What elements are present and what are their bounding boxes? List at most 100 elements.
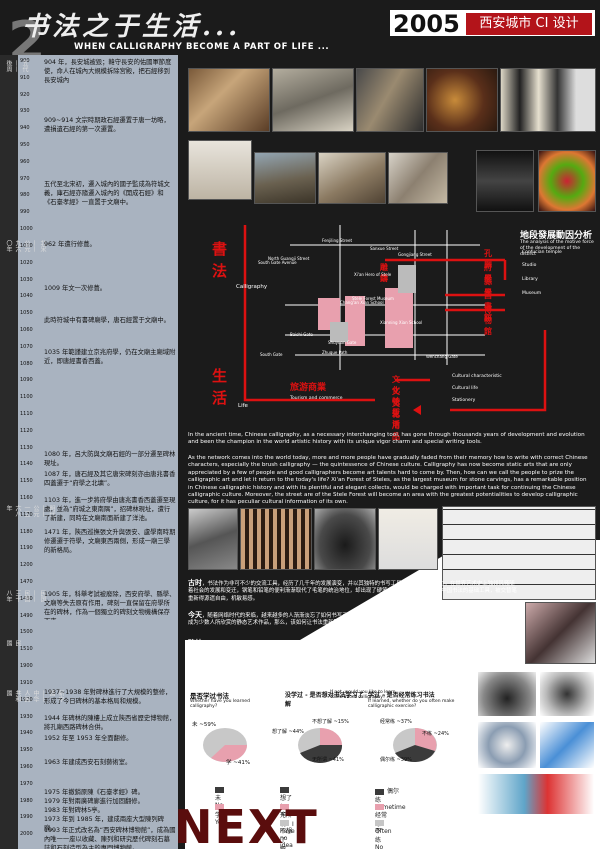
legend-swatch — [280, 786, 289, 793]
legend-swatch — [215, 786, 224, 793]
timeline-year: 1940 — [20, 730, 33, 737]
photo-product-3 — [478, 722, 536, 768]
timeline-year: 1470 — [20, 579, 33, 586]
timeline-entry: 962 年遭行修葺。 — [44, 241, 96, 248]
photo-street-6 — [188, 140, 252, 200]
timeline-year: 1960 — [20, 763, 33, 770]
cn-paragraph-today: 今天，随着网络时代的来临，越来越多的人渐渐淡忘了如何书写正确的汉字，特别是中国独… — [188, 611, 515, 627]
photo-street-1 — [188, 68, 270, 132]
building-en-label: Stationery — [452, 398, 476, 403]
legend-en: I have no idea — [280, 821, 295, 849]
diagram-title-cn: 地段發展動因分析 — [520, 231, 593, 241]
page-title: 书法之于生活... — [22, 12, 242, 42]
timeline-year: 1480 — [20, 595, 33, 602]
photo-street-10 — [476, 150, 534, 212]
building-cn-label: 昌書館 — [484, 290, 492, 322]
photo-product-5 — [478, 774, 594, 814]
legend-cn: 不练 — [375, 828, 382, 844]
timeline-year: 1900 — [20, 663, 33, 670]
street-label: Zhuque Path — [322, 350, 348, 355]
photo-child-writing — [525, 602, 596, 664]
legend-item: 偶尔练Sometime — [375, 786, 406, 811]
timeline-entry: 此時符城中有書碑廟學，唐石經置于文廟中。 — [44, 317, 170, 324]
survey-q3-en: If learned, whether do you often make ca… — [368, 699, 455, 709]
timeline-year: 1510 — [20, 646, 33, 653]
timeline-year: 1500 — [20, 629, 33, 636]
photo-street-8 — [318, 152, 386, 204]
timeline-year: 1080 — [20, 360, 33, 367]
timeline-year: 1920 — [20, 696, 33, 703]
legend-en: Yes — [215, 819, 225, 826]
timeline-year: 1120 — [20, 427, 33, 434]
building-en-label: Studio — [522, 263, 537, 268]
timeline-year: 1930 — [20, 713, 33, 720]
timeline-year: 1060 — [20, 326, 33, 333]
timeline-year: 960 — [20, 158, 30, 165]
legend-swatch — [375, 803, 384, 810]
photo-product-4 — [540, 722, 594, 768]
tourism-en-label: Tourism and commerce — [290, 396, 343, 401]
legend-cn: 未 — [215, 795, 222, 802]
timeline-year: 1140 — [20, 461, 33, 468]
legend-swatch — [280, 803, 289, 810]
photo-product-1 — [478, 672, 536, 716]
legend-item: 不想了解No — [280, 819, 292, 849]
street-label: South Gate Avenue — [258, 260, 297, 265]
timeline-entry: 1975 年撤銷原陳《石臺孝經》碑。 — [44, 789, 144, 796]
photo-street-9 — [388, 152, 448, 204]
era-strip — [0, 55, 18, 849]
timeline-entry: 1983 年對碑林5亭。 — [44, 807, 104, 814]
cn-paragraph-ancient: 古时，书法作为非可不少的交流工具，经历了几千年的发展演变，并以其独特的书写工具和… — [188, 579, 517, 602]
building-cn-label: 文化生活 — [392, 386, 400, 429]
timeline-year: 1000 — [20, 226, 33, 233]
photo-street-11 — [538, 150, 596, 212]
street-label: South Gate — [260, 352, 283, 357]
timeline-era: 民國 — [5, 640, 21, 646]
building-en-label: Confucian temple — [522, 250, 562, 255]
timeline-entry: 904 年，長安城被毀；韓守長安的佑國軍節度使，命人在城內大規模拆除宮殿，把石經… — [44, 59, 172, 84]
timeline-era: 新中國——中华人民共和國 — [5, 690, 64, 702]
timeline-year: 1030 — [20, 276, 33, 283]
timeline-year: 900 — [20, 58, 30, 64]
legend-cn: 学 — [215, 812, 222, 819]
timeline-entry: 1944 年碑林的陳樓上成立陝西省歷史博物館，將孔廟西路碑林合併。 — [44, 715, 176, 731]
pie1-yes-label: 学 ~41% — [226, 760, 251, 766]
photo-street-2 — [272, 68, 354, 132]
pie3-c-label: 不练 ~24% — [422, 731, 449, 737]
timeline-year: 1980 — [20, 797, 33, 804]
calligraphy-en-label: Calligraphy — [236, 284, 268, 290]
timeline-entry: 1471 年，陝西巡撫張文升與張安、盧學南時期修遷遷于符學，文廟東西兩側，形成一… — [44, 529, 176, 554]
timeline-entry: 1087 年，唐石經及其它唐宋碑刻亦由唐兆書香四蓋遷于“府學之北墉”。 — [44, 471, 176, 487]
timeline-era: 明代——公元一三六八年 — [5, 505, 55, 517]
timeline-entry: 1035 年範謹建立京兆府學，仍在文廟主廟域附近，即唐經書香西蓋。 — [44, 349, 176, 365]
timeline-year: 1180 — [20, 528, 33, 535]
life-en-label: Life — [238, 403, 248, 409]
legend-cn: 偶尔练 — [375, 788, 400, 804]
legend-cn: 不想了解 — [280, 828, 293, 849]
timeline-year: 1490 — [20, 612, 33, 619]
timeline-year: 1170 — [20, 511, 33, 518]
street-label: Sanxue Street — [370, 246, 399, 251]
photo-characters — [442, 506, 596, 600]
calligraphy-cn-label: 書法 — [212, 240, 228, 280]
timeline-entry: 五代至北宋初，遷入城內的國子監成為符城文義，庫石經亦隨遷入城內的《開成石經》和《… — [44, 181, 170, 206]
legend-en: Sometime — [375, 804, 406, 811]
survey-q3-cn: 学过 - 是否经常练习书法 — [368, 692, 435, 699]
life-cn-label: 生活 — [212, 367, 228, 407]
diagram-title-en: The analysis of the motive force of the … — [520, 240, 594, 257]
pie2-b-label: 不想了解 ~15% — [312, 719, 349, 725]
building-cn-label: 府學 — [484, 262, 492, 283]
paragraph-ancient: In the ancient time, Chinese calligraphy… — [188, 432, 585, 446]
pie3-b-label: 偶尔练 ~39% — [380, 757, 412, 763]
street-label: Chang'an Xian School — [340, 300, 384, 305]
building-cn-label: 文化特質 — [392, 374, 400, 417]
cn-paragraph-stele: 碑林作为中国最大的石刻艺术馆，在中国书法史上具有显著地位，承担着延续中国书法文化… — [188, 639, 510, 655]
timeline-era: 民国——民国三十八年 — [5, 590, 46, 602]
timeline-entry: 1009 年文一次修葺。 — [44, 285, 107, 292]
legend-swatch — [375, 819, 384, 826]
street-label: North Guangji Street — [268, 256, 310, 261]
motive-diagram — [243, 225, 547, 415]
timeline-year: 1150 — [20, 478, 33, 485]
photo-street-5 — [500, 68, 596, 132]
